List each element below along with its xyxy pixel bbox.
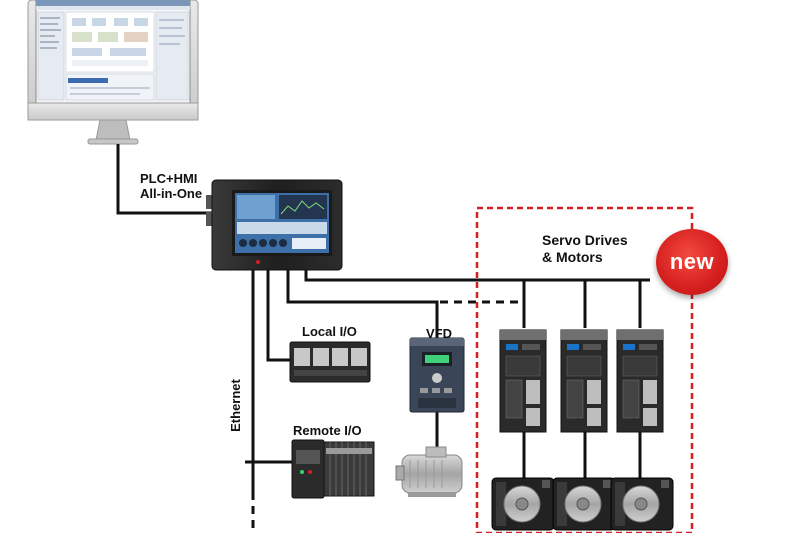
- induction-motor: [395, 446, 463, 497]
- dashed-continuations: [240, 300, 520, 530]
- remote-io-label: Remote I/O: [293, 423, 362, 438]
- connection-lines: [116, 144, 650, 492]
- servo-label-line2: & Motors: [542, 249, 603, 265]
- ethernet-label: Ethernet: [227, 379, 243, 432]
- plc-hmi-label-line2: All-in-One: [140, 186, 203, 201]
- plc-hmi-unit: [206, 179, 343, 271]
- servo-motor-1: [491, 477, 555, 531]
- vfd-label: VFD: [426, 326, 452, 341]
- plc-hmi-label: PLC+HMI All-in-One: [140, 171, 202, 201]
- servo-drive-2: [560, 329, 608, 433]
- servo-motor-3: [610, 477, 674, 531]
- plc-hmi-label-line1: PLC+HMI: [140, 171, 198, 186]
- servo-label: Servo Drives & Motors: [542, 232, 628, 266]
- servo-drive-1: [499, 329, 547, 433]
- servo-label-line1: Servo Drives: [542, 232, 628, 248]
- vfd-drive: [409, 337, 465, 413]
- desktop-monitor: [27, 0, 199, 145]
- remote-io-module: [291, 439, 375, 499]
- new-badge: new: [656, 229, 728, 295]
- servo-drive-3: [616, 329, 664, 433]
- local-io-label: Local I/O: [302, 324, 357, 339]
- servo-motor-2: [552, 477, 616, 531]
- local-io-module: [289, 341, 371, 383]
